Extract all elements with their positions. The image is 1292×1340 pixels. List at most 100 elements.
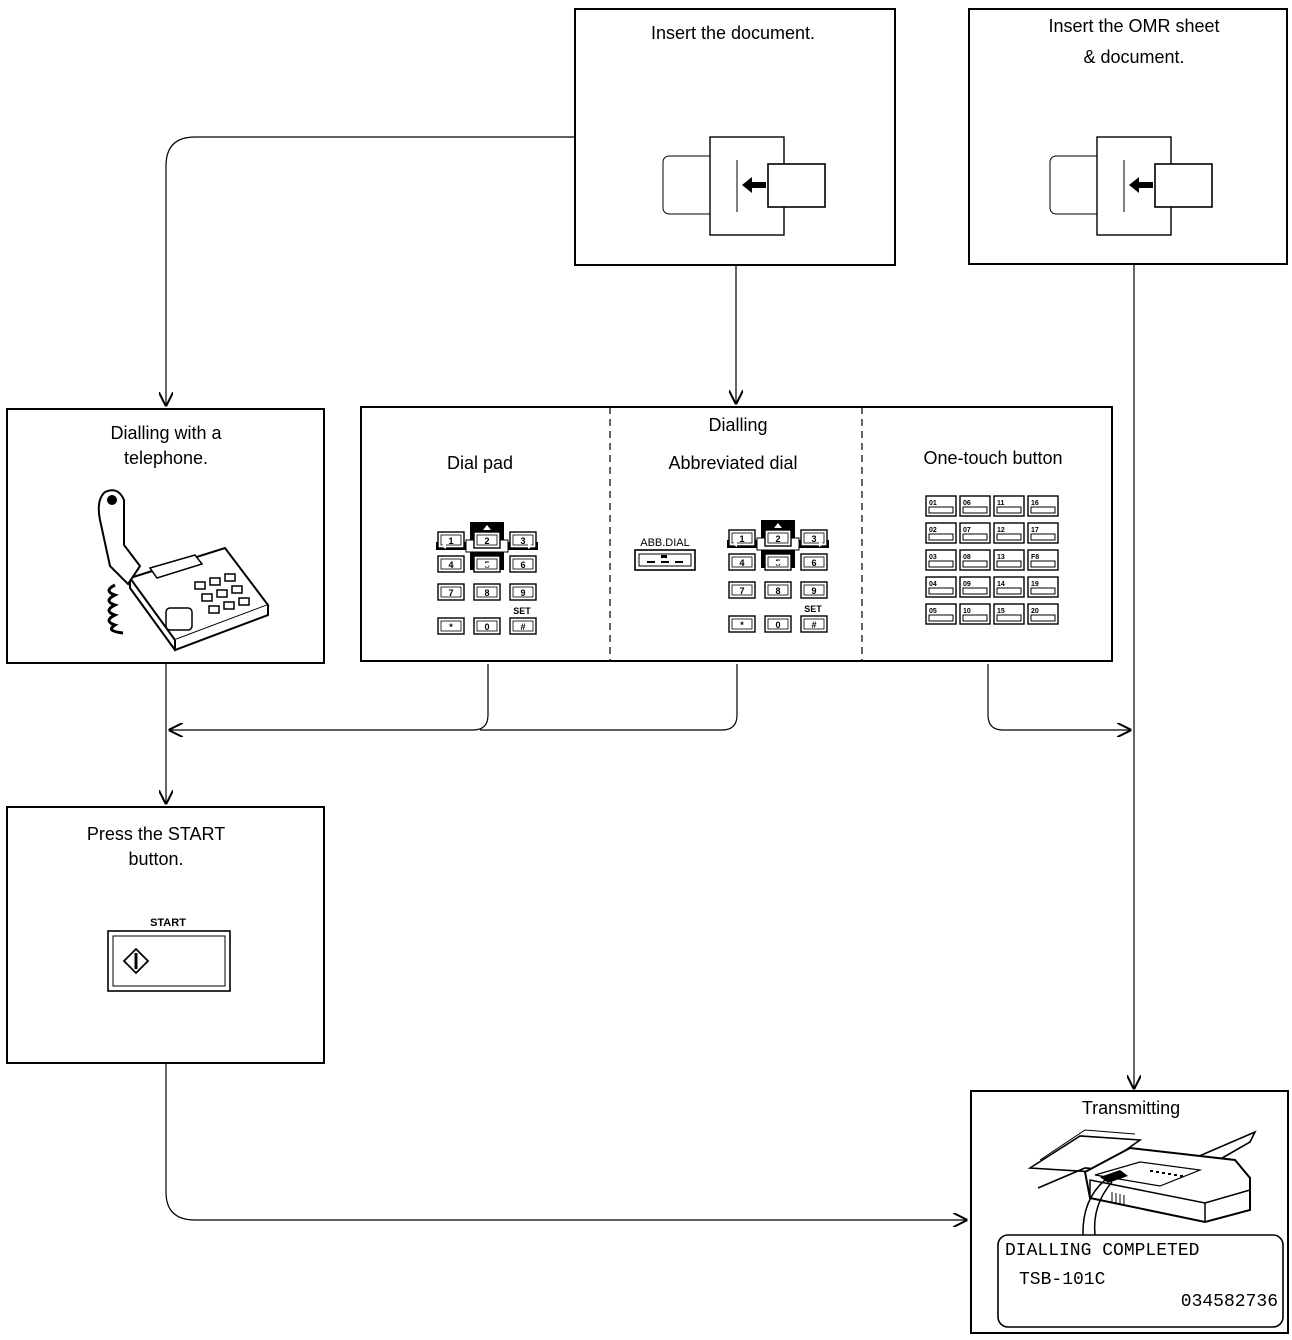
keypad-key-9: 9 <box>509 583 537 601</box>
svg-text:12: 12 <box>997 527 1005 534</box>
insert-omr-step: Insert the OMR sheet & document. <box>968 8 1288 265</box>
one-touch-button-14: 14 <box>993 576 1025 598</box>
svg-text:07: 07 <box>963 527 971 534</box>
fax-machine-icon <box>1027 1129 1257 1236</box>
one-touch-button-F8: F8 <box>1027 549 1059 571</box>
svg-text:3: 3 <box>811 534 816 544</box>
svg-text:1: 1 <box>739 534 744 544</box>
dial-pad-label: Dial pad <box>447 453 513 473</box>
keypad-key-0: 0 <box>764 615 792 633</box>
set-label: SET <box>804 604 822 614</box>
start-label-line1: Press the START <box>87 824 225 844</box>
svg-text:13: 13 <box>997 554 1005 561</box>
one-touch-button-19: 19 <box>1027 576 1059 598</box>
svg-text:8: 8 <box>775 586 780 596</box>
one-touch-button-06: 06 <box>959 495 991 517</box>
svg-text:0: 0 <box>775 620 780 630</box>
svg-text:05: 05 <box>929 608 937 615</box>
svg-text:4: 4 <box>739 558 744 568</box>
dialling-methods-step: Dialling Dial pad Abbreviated dial One-t… <box>360 406 1113 662</box>
svg-text:2: 2 <box>484 536 489 546</box>
one-touch-button-17: 17 <box>1027 522 1059 544</box>
lcd-display <box>997 1234 1284 1328</box>
svg-text:0: 0 <box>484 622 489 632</box>
svg-text:10: 10 <box>963 608 971 615</box>
svg-text:9: 9 <box>520 588 525 598</box>
press-start-step: Press the START button. START <box>6 806 325 1064</box>
one-touch-button-03: 03 <box>925 549 957 571</box>
start-key-caption: START <box>150 917 186 929</box>
keypad-key-4: 4 <box>728 553 756 571</box>
connector-document-to-telephone <box>166 136 575 405</box>
one-touch-button-11: 11 <box>993 495 1025 517</box>
one-touch-button-07: 07 <box>959 522 991 544</box>
abb-dial-key: ABB.DIAL <box>634 537 696 571</box>
one-touch-button-01: 01 <box>925 495 957 517</box>
keypad-key-2: 2 <box>473 531 501 549</box>
connector-dialpad-merge <box>170 664 489 730</box>
transmitting-step: Transmitting <box>970 1090 1289 1334</box>
keypad-key-8: 8 <box>473 583 501 601</box>
display-line1: DIALLING COMPLETED <box>1005 1241 1199 1261</box>
dialling-title: Dialling <box>708 415 767 435</box>
svg-text:#: # <box>520 622 525 632</box>
svg-text:01: 01 <box>929 500 937 507</box>
keypad-key-6: 6 <box>509 555 537 573</box>
keypad-key-star: * <box>437 617 465 635</box>
keypad-key-hash: # <box>800 615 828 633</box>
connector-onetouch-to-transmit <box>987 664 1130 730</box>
start-label-line2: button. <box>128 849 183 869</box>
one-touch-button-15: 15 <box>993 603 1025 625</box>
document-feeder-icon <box>662 136 826 236</box>
svg-text:04: 04 <box>929 581 937 588</box>
telephone-dialling-step: Dialling with a telephone. <box>6 408 325 664</box>
svg-text:8: 8 <box>484 588 489 598</box>
one-touch-label: One-touch button <box>923 448 1062 468</box>
svg-text:08: 08 <box>963 554 971 561</box>
keypad-key-star: * <box>728 615 756 633</box>
one-touch-button-09: 09 <box>959 576 991 598</box>
insert-document-label: Insert the document. <box>651 23 815 43</box>
one-touch-button-10: 10 <box>959 603 991 625</box>
abb-dial-label: ABB.DIAL <box>640 537 690 549</box>
svg-text:15: 15 <box>997 608 1005 615</box>
display-line2: TSB-101C <box>1019 1270 1106 1290</box>
svg-text:4: 4 <box>448 560 453 570</box>
svg-text:*: * <box>740 620 744 630</box>
abbreviated-dial-keypad: 123456789*0#SET <box>727 520 829 633</box>
insert-document-step: Insert the document. <box>574 8 896 266</box>
display-line3: 034582736 <box>1181 1292 1278 1312</box>
svg-text:6: 6 <box>520 560 525 570</box>
svg-text:06: 06 <box>963 500 971 507</box>
svg-text:7: 7 <box>739 586 744 596</box>
svg-text:20: 20 <box>1031 608 1039 615</box>
svg-text:17: 17 <box>1031 527 1039 534</box>
insert-omr-label-line2: & document. <box>1083 47 1184 67</box>
svg-text:14: 14 <box>997 581 1005 588</box>
keypad-key-4: 4 <box>437 555 465 573</box>
connector-start-to-transmitting <box>165 1063 966 1220</box>
keypad-key-6: 6 <box>800 553 828 571</box>
svg-text:#: # <box>811 620 816 630</box>
keypad-key-0: 0 <box>473 617 501 635</box>
one-touch-button-16: 16 <box>1027 495 1059 517</box>
transmitting-label: Transmitting <box>1082 1098 1180 1118</box>
telephone-label-line1: Dialling with a <box>110 423 222 443</box>
set-label: SET <box>513 606 531 616</box>
one-touch-button-20: 20 <box>1027 603 1059 625</box>
svg-text:03: 03 <box>929 554 937 561</box>
svg-text:11: 11 <box>997 500 1005 507</box>
svg-text:2: 2 <box>775 534 780 544</box>
dial-pad-keypad: 123456789*0#SET <box>436 522 538 635</box>
start-button-icon <box>107 930 231 992</box>
one-touch-button-grid: 01 06 11 16 02 07 12 17 03 08 13 F8 04 09 14 19 05 10 15 20 <box>925 495 1059 625</box>
keypad-key-hash: # <box>509 617 537 635</box>
keypad-key-7: 7 <box>728 581 756 599</box>
svg-text:9: 9 <box>811 586 816 596</box>
telephone-icon <box>97 489 270 652</box>
svg-text:16: 16 <box>1031 500 1039 507</box>
svg-text:19: 19 <box>1031 581 1039 588</box>
svg-text:02: 02 <box>929 527 937 534</box>
one-touch-button-13: 13 <box>993 549 1025 571</box>
